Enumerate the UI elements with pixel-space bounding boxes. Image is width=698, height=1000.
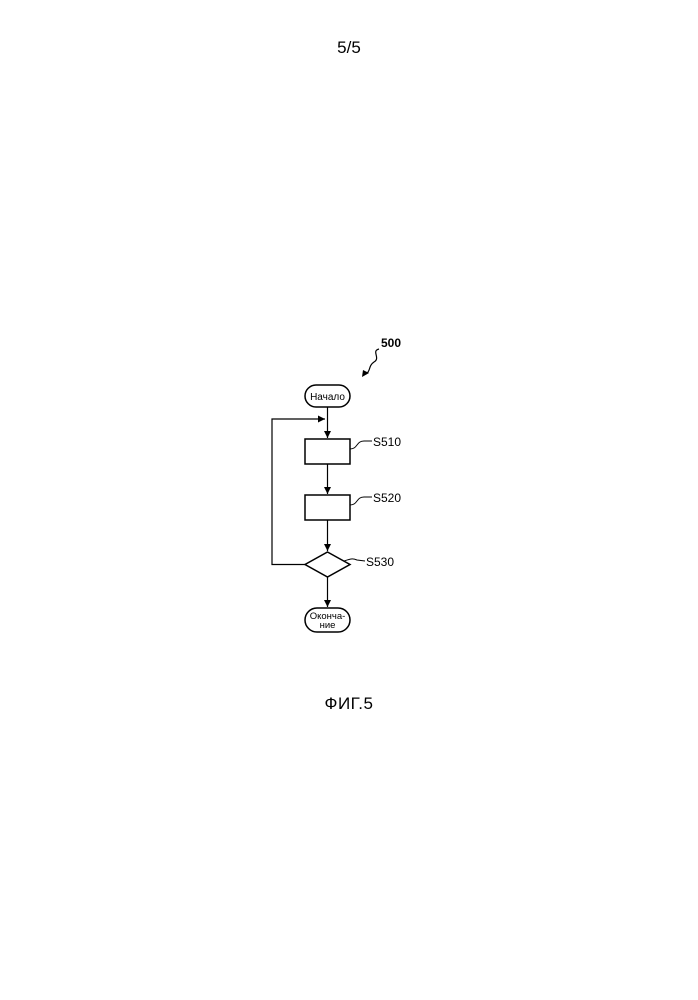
step-box-s510 [305,439,350,464]
decision-diamond-s530 [305,552,350,577]
reference-leader-line [366,349,379,374]
step-label-s510: S510 [373,435,401,449]
end-label-line2: ние [320,620,336,631]
leader-s520 [350,497,372,505]
step-box-s520 [305,495,350,520]
reference-number: 500 [381,336,401,350]
step-label-s520: S520 [373,491,401,505]
step-label-s530: S530 [366,555,394,569]
leader-s530 [344,559,365,561]
leader-s510 [350,441,372,449]
start-label: Начало [310,392,345,403]
figure-caption: ФИГ.5 [0,694,698,714]
